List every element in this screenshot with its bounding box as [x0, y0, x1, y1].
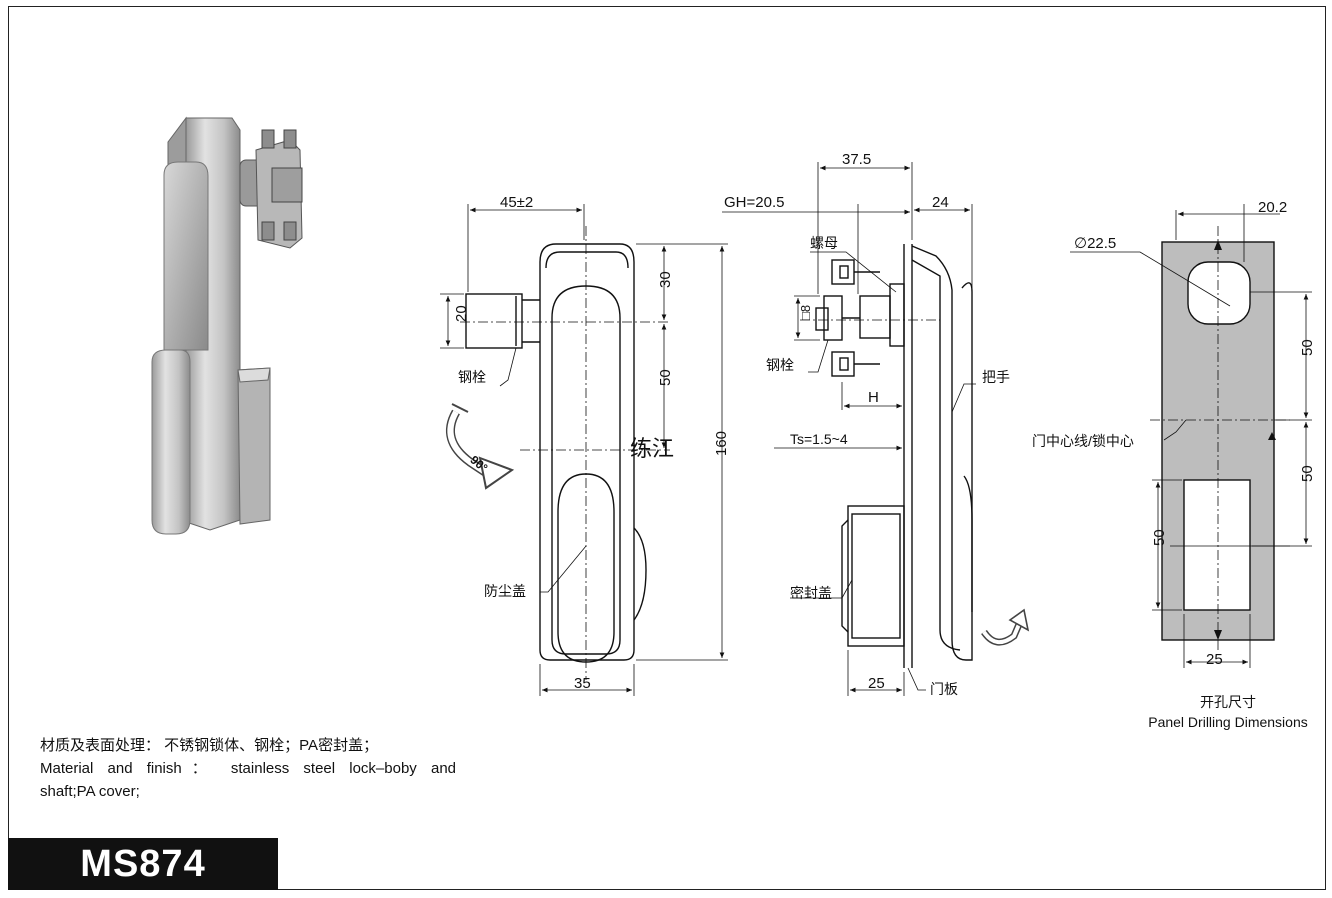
label-door-panel: 门板 [930, 681, 958, 697]
label-bolt-side: 钢栓 [766, 357, 794, 373]
model-title: MS874 [8, 838, 278, 890]
label-nut: 螺母 [810, 235, 838, 251]
callout-labels: 钢栓 防尘盖 螺母 钢栓 把手 密封盖 门板 门中心线/锁中心 练江 [458, 235, 1134, 697]
dim-h: H [868, 389, 879, 406]
label-seal-cover: 密封盖 [790, 585, 832, 601]
dim-50-panel-1: 50 [1299, 339, 1316, 356]
dimension-texts: 45±2 20 30 50 160 35 90° 37.5 GH=20.5 24… [453, 151, 1316, 692]
material-en-line1: Material and finish： stainless steel loc… [40, 760, 456, 777]
panel-caption-cn: 开孔尺寸 [1200, 694, 1256, 710]
dim-50-panel-3: 50 [1151, 529, 1168, 546]
dim-ts: Ts=1.5~4 [790, 431, 848, 447]
front-view [440, 204, 728, 696]
dim-gh: GH=20.5 [724, 194, 784, 211]
material-note: 材质及表面处理： 不锈钢锁体、钢栓；PA密封盖； Material and fi… [40, 734, 456, 803]
label-handle: 把手 [982, 369, 1010, 385]
dim-24: 24 [932, 194, 949, 211]
dim-20-2: 20.2 [1258, 199, 1287, 216]
dim-35: 35 [574, 675, 591, 692]
material-en-line2: shaft;PA cover; [40, 783, 140, 800]
dim-25-side: 25 [868, 675, 885, 692]
dim-diameter: ∅22.5 [1074, 235, 1116, 252]
panel-drilling [1070, 204, 1312, 668]
dim-20: 20 [453, 305, 470, 322]
panel-caption: 开孔尺寸 Panel Drilling Dimensions [1130, 692, 1326, 732]
material-cn: 材质及表面处理： 不锈钢锁体、钢栓；PA密封盖； [40, 737, 379, 754]
watermark-text: 练江 [630, 436, 674, 461]
panel-caption-en: Panel Drilling Dimensions [1148, 714, 1308, 730]
label-dust-cover: 防尘盖 [484, 583, 526, 599]
label-bolt-front: 钢栓 [458, 369, 486, 385]
dim-30: 30 [657, 271, 674, 288]
dim-25-panel: 25 [1206, 651, 1223, 668]
dim-50-panel-2: 50 [1299, 465, 1316, 482]
drawing-frame [8, 6, 1326, 890]
side-view [722, 162, 1030, 696]
dim-160: 160 [713, 431, 730, 456]
label-center-line: 门中心线/锁中心 [1032, 433, 1134, 449]
dim-50-front: 50 [657, 369, 674, 386]
dim-37-5: 37.5 [842, 151, 871, 168]
dim-45: 45±2 [500, 194, 533, 211]
lock-3d-render [151, 116, 303, 535]
dim-8: □8 [798, 305, 813, 320]
